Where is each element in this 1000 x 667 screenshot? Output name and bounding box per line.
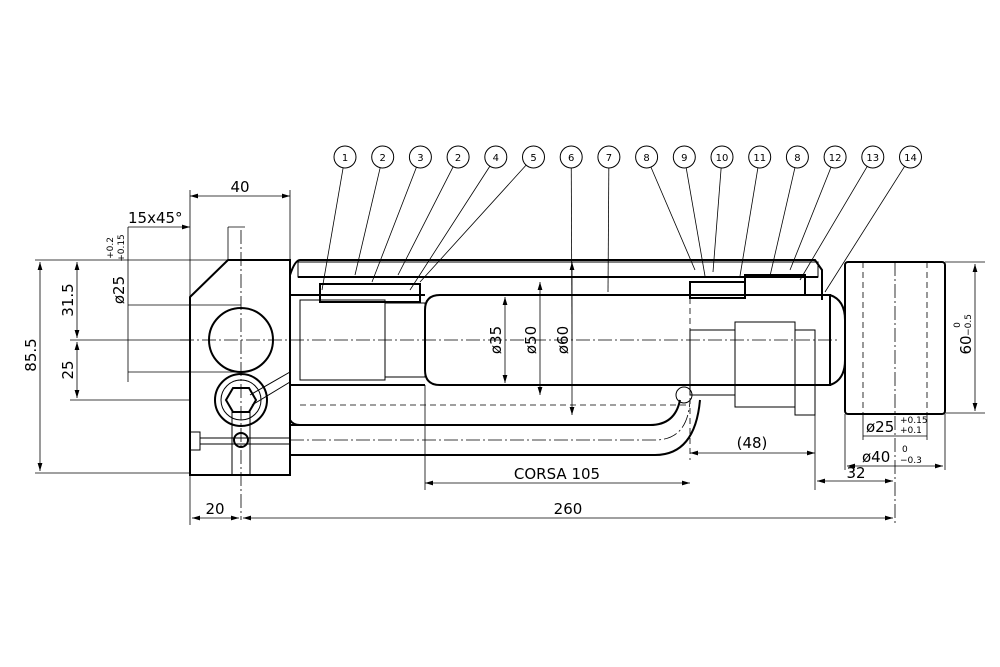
balloon-label: 12 bbox=[829, 153, 842, 164]
head-block bbox=[189, 230, 291, 520]
balloon-label: 6 bbox=[568, 153, 574, 164]
balloon-label: 7 bbox=[606, 153, 612, 164]
balloon-circle bbox=[861, 145, 885, 169]
rod-eye bbox=[829, 261, 946, 525]
balloon-circle bbox=[710, 145, 734, 169]
dim-48: (48) bbox=[737, 434, 768, 452]
dim-rod-dia: ø35 bbox=[487, 326, 505, 354]
balloon-leader bbox=[354, 167, 381, 276]
dim-bore-tol-lower: +0.15 bbox=[117, 234, 127, 262]
balloon-circle bbox=[333, 145, 357, 169]
dim-stroke: CORSA 105 bbox=[514, 465, 600, 483]
dim-piston-dia: ø50 bbox=[522, 326, 540, 354]
balloon-label: 3 bbox=[417, 153, 423, 164]
dim-eye-height: 60 bbox=[957, 335, 975, 354]
dim-32: 32 bbox=[846, 464, 865, 482]
balloon-label: 4 bbox=[493, 153, 499, 164]
dim-eye-outer: ø40 bbox=[862, 448, 890, 466]
dim-eye-bore-tol-upper: +0.15 bbox=[900, 416, 928, 426]
dimension-lines bbox=[35, 190, 985, 525]
balloon-leader bbox=[650, 166, 696, 271]
balloon-circle bbox=[785, 145, 809, 169]
piston-rod bbox=[180, 274, 840, 460]
balloon-circle bbox=[484, 145, 508, 169]
balloon-leader bbox=[419, 164, 527, 283]
balloon-leader bbox=[824, 166, 905, 293]
balloon-circle bbox=[899, 145, 922, 169]
balloon-leader bbox=[321, 167, 344, 291]
balloon-label: 10 bbox=[716, 153, 729, 164]
balloon-leader bbox=[397, 166, 454, 276]
balloon-label: 11 bbox=[753, 153, 766, 164]
balloon-label: 13 bbox=[866, 153, 879, 164]
balloon-label: 14 bbox=[904, 153, 917, 164]
balloon-circle bbox=[748, 145, 772, 169]
balloon-label: 5 bbox=[530, 153, 536, 164]
dim-eye-h-tol-upper: 0 bbox=[953, 322, 963, 328]
dim-eye-bore: ø25 bbox=[866, 418, 894, 436]
balloon-leader bbox=[739, 167, 759, 277]
dim-eye-outer-tol-lower: −0.3 bbox=[900, 456, 922, 466]
cylinder-tube bbox=[289, 259, 823, 426]
balloon-circle bbox=[522, 145, 545, 169]
balloon-leader bbox=[685, 167, 706, 277]
dim-20: 20 bbox=[205, 500, 224, 518]
balloon-leader bbox=[371, 167, 417, 283]
balloon-circle bbox=[446, 145, 470, 169]
balloon-circle bbox=[597, 145, 621, 169]
balloon-label: 8 bbox=[794, 153, 800, 164]
balloon-circle bbox=[823, 145, 847, 169]
oil-pipe bbox=[290, 386, 701, 456]
dim-bore: ø25 bbox=[110, 276, 128, 304]
balloon-label: 2 bbox=[455, 153, 461, 164]
balloon-label: 1 bbox=[342, 153, 348, 164]
balloon-leader bbox=[607, 167, 610, 293]
dim-25: 25 bbox=[59, 360, 77, 379]
balloon-circle bbox=[559, 145, 583, 169]
dim-eye-h-tol-lower: −0.5 bbox=[964, 314, 974, 336]
balloon-circle bbox=[408, 145, 432, 169]
dim-bore-tol-upper: +0.2 bbox=[106, 237, 116, 259]
balloon-label: 2 bbox=[380, 153, 386, 164]
dim-chamfer: 15x45° bbox=[128, 209, 183, 227]
balloon-leader bbox=[769, 167, 796, 277]
balloon-label: 9 bbox=[681, 153, 687, 164]
balloon-leader bbox=[409, 166, 491, 291]
dim-260: 260 bbox=[554, 500, 583, 518]
balloon-circle bbox=[672, 145, 696, 169]
balloon-leader bbox=[789, 167, 832, 271]
dim-eye-bore-tol-lower: +0.1 bbox=[900, 426, 922, 436]
balloon-label: 8 bbox=[643, 153, 649, 164]
balloon-leader bbox=[570, 167, 573, 341]
dim-tube-dia: ø60 bbox=[554, 326, 572, 354]
balloon-circle bbox=[371, 145, 395, 169]
balloon-leader bbox=[799, 166, 868, 281]
balloon-circle bbox=[635, 145, 659, 169]
dim-31-5: 31.5 bbox=[59, 283, 77, 316]
dim-40: 40 bbox=[230, 178, 249, 196]
dim-eye-outer-tol-upper: 0 bbox=[902, 445, 908, 455]
balloon-leader bbox=[712, 167, 722, 273]
dim-85-5: 85.5 bbox=[22, 338, 40, 371]
